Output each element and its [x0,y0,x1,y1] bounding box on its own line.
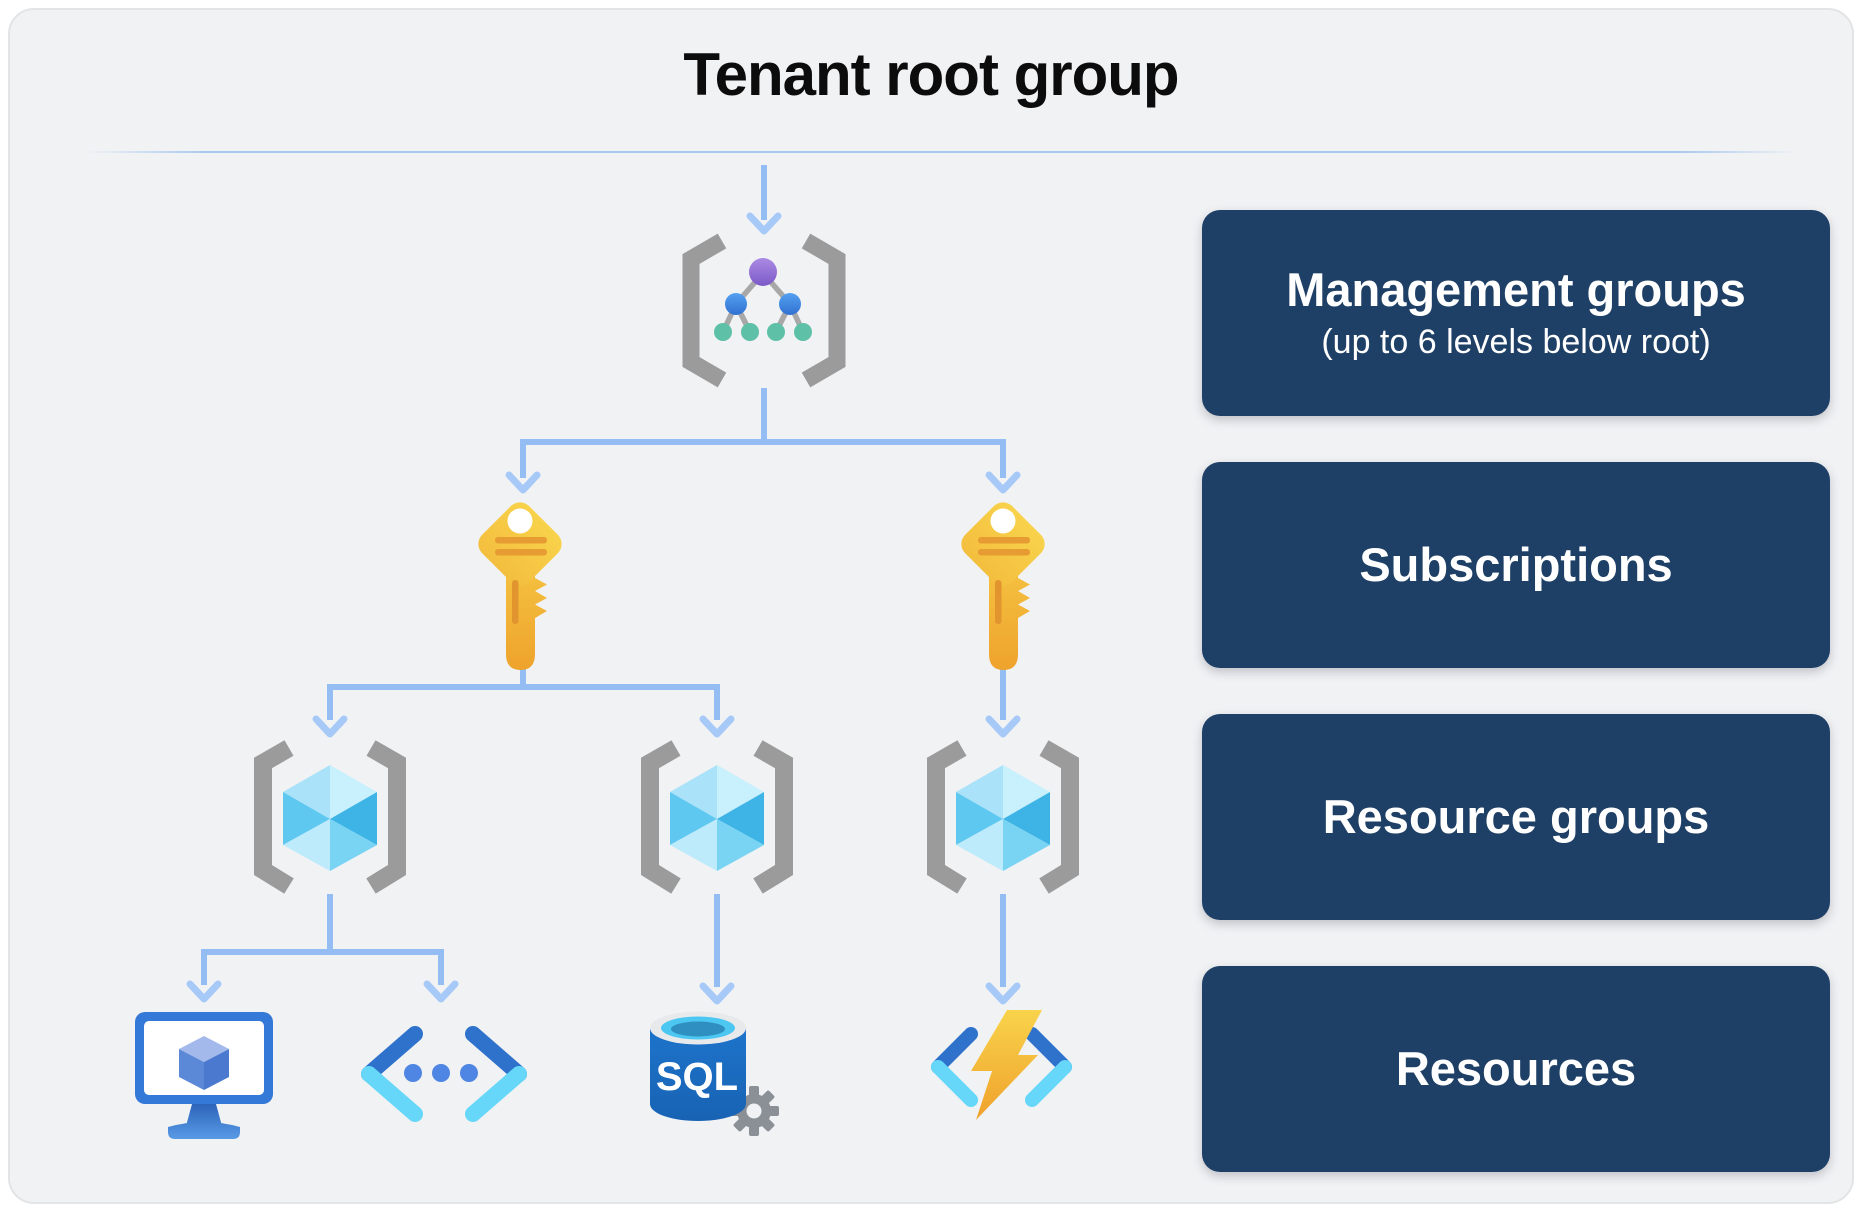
virtual-machine-icon [135,1012,273,1139]
sql-label: SQL [656,1055,738,1099]
legend-management-groups-label: Management groups [1286,262,1746,316]
sql-database-icon: SQL [650,1011,779,1136]
legend-management-groups-sublabel: (up to 6 levels below root) [1321,323,1711,362]
legend-subscriptions-label: Subscriptions [1359,538,1673,592]
subscription-key-icon [961,502,1045,670]
hierarchy-diagram: SQL [135,165,1079,1139]
legend-resource-groups-label: Resource groups [1322,790,1710,844]
connector-resource-group2-to-sql [699,894,735,1005]
connector-resource-group1-to-resources [186,894,459,1003]
page-title: Tenant root group [683,41,1179,108]
connector-root-to-management [746,165,782,235]
legend-resources: Resources [1202,966,1830,1172]
legend-resources-label: Resources [1395,1042,1637,1096]
code-brackets-icon [361,1026,527,1122]
title-divider [85,151,1799,153]
tenant-root-group-card: Tenant root group [8,8,1854,1204]
legend-subscriptions: Subscriptions [1202,462,1830,668]
connector-subscription1-to-resource-groups [312,666,735,738]
resource-group-icon [927,740,1079,894]
management-group-icon [682,233,846,388]
subscription-key-icon [478,502,562,670]
connector-resource-group3-to-function [985,894,1021,1005]
legend-resource-groups: Resource groups [1202,714,1830,920]
resource-group-icon [641,740,793,894]
function-lightning-icon [931,1010,1072,1120]
legend-management-groups: Management groups (up to 6 levels below … [1202,210,1830,416]
connector-subscription2-to-resource-group [985,666,1021,738]
resource-group-icon [254,740,406,894]
connector-management-to-subscriptions [505,388,1021,494]
